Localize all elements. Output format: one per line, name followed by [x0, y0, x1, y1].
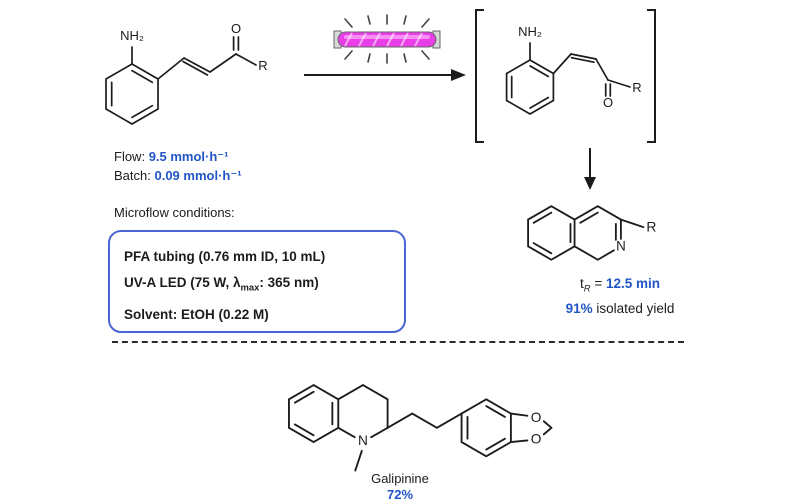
yield-line: 91% isolated yield — [565, 300, 675, 316]
condition-led: UV-A LED (75 W, λmax: 365 nm) — [124, 275, 319, 294]
r-group-label: R — [258, 58, 267, 73]
oxygen-label: O — [231, 21, 241, 36]
intermediate-structure: NH₂ O R — [475, 9, 656, 143]
oxygen-label: O — [603, 95, 613, 110]
uv-lamp-icon — [333, 14, 441, 64]
nh2-label: NH₂ — [120, 28, 144, 43]
flow-rate-line: Flow: 9.5 mmol·h⁻¹ — [114, 148, 229, 166]
dashed-divider — [112, 341, 684, 343]
reaction-arrow — [304, 69, 466, 81]
dioxole-oxygen-bottom-label: O — [531, 432, 542, 447]
product-yield: 72% — [386, 487, 414, 500]
nitrogen-label: N — [616, 239, 626, 254]
quinoline-structure: N R — [527, 205, 656, 261]
batch-value: 0.09 mmol·h⁻¹ — [154, 168, 242, 183]
left-bracket — [475, 9, 484, 143]
dioxole-oxygen-top-label: O — [531, 410, 542, 425]
flow-value: 9.5 mmol·h⁻¹ — [148, 149, 229, 164]
galipinine-structure: N O O — [288, 383, 553, 472]
retention-time-line: tR = 12.5 min — [579, 276, 660, 295]
batch-rate-line: Batch: 0.09 mmol·h⁻¹ — [114, 167, 242, 185]
down-arrow-icon — [584, 148, 596, 190]
product-name: Galipinine — [371, 471, 429, 486]
right-bracket — [647, 9, 656, 143]
r-group-label: R — [646, 218, 656, 234]
condition-solvent: Solvent: EtOH (0.22 M) — [124, 306, 269, 322]
r-group-label: R — [632, 80, 641, 95]
microflow-title: Microflow conditions: — [114, 205, 235, 220]
nitrogen-label: N — [358, 433, 368, 448]
result-block: tR = 12.5 min 91% isolated yield — [530, 274, 710, 318]
flow-label: Flow: — [114, 149, 146, 164]
conditions-box: PFA tubing (0.76 mm ID, 10 mL) UV-A LED … — [108, 230, 406, 333]
condition-tubing: PFA tubing (0.76 mm ID, 10 mL) — [124, 249, 326, 264]
substrate-structure: NH₂ O R — [105, 21, 268, 125]
nh2-label: NH₂ — [518, 24, 542, 39]
batch-label: Batch: — [114, 168, 151, 183]
